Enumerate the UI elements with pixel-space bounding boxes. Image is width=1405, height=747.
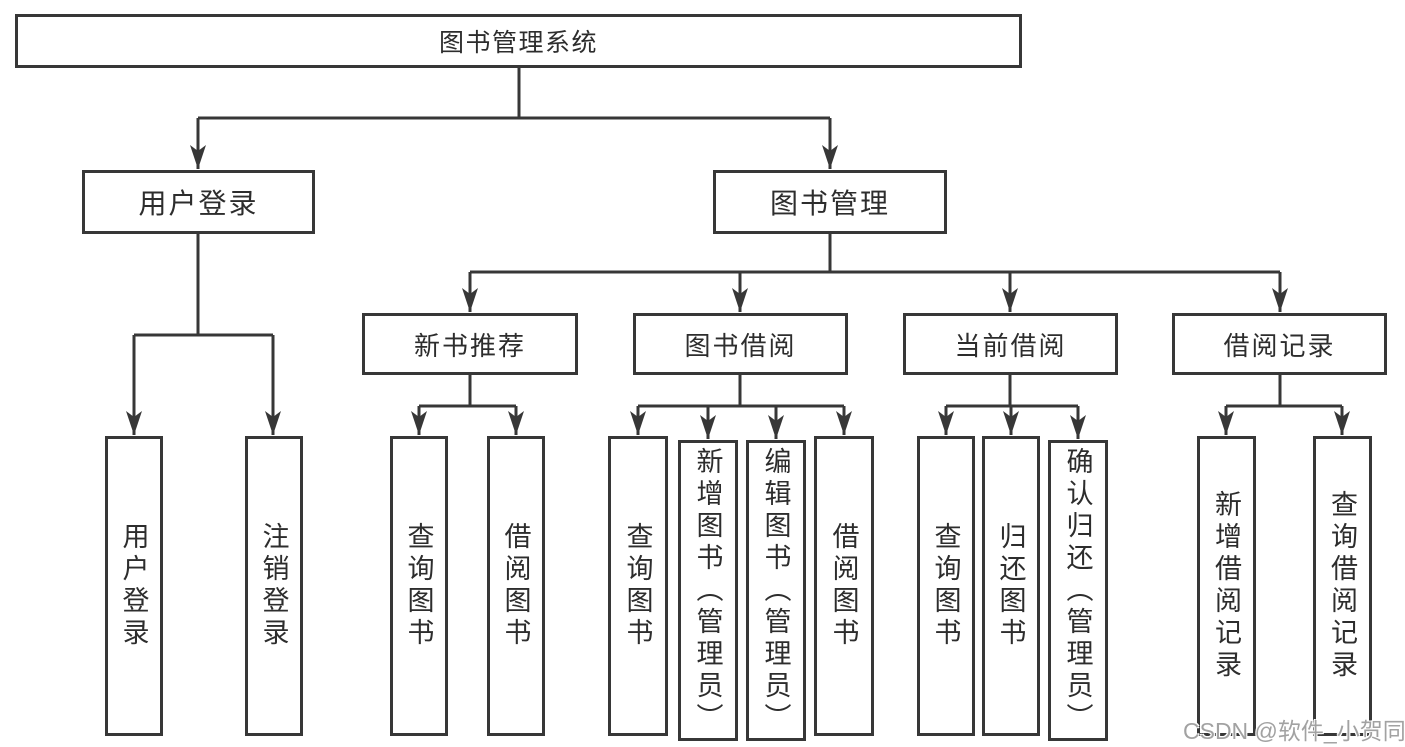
leaf-confirm-return-admin: 确认归还（管理员） (1048, 440, 1108, 741)
leaf-query-borrow-record-label: 查询借阅记录 (1327, 490, 1357, 682)
leaf-query-books-current-label: 查询图书 (930, 522, 961, 650)
node-borrow-records-label: 借阅记录 (1223, 330, 1336, 361)
leaf-borrow-books: 借阅图书 (814, 436, 874, 736)
leaf-query-borrow-record: 查询借阅记录 (1313, 436, 1372, 736)
csdn-watermark: CSDN @软件_小贺同学 (1183, 718, 1405, 744)
leaf-add-borrow-record-label: 新增借阅记录 (1211, 490, 1241, 682)
leaf-add-book-admin-label: 新增图书（管理员） (692, 446, 723, 735)
leaf-query-books-recommend: 查询图书 (390, 436, 448, 736)
leaf-logout-label: 注销登录 (258, 522, 289, 650)
leaf-query-books-borrow: 查询图书 (608, 436, 668, 736)
node-user-login: 用户登录 (82, 170, 315, 234)
leaf-borrow-books-recommend-label: 借阅图书 (500, 522, 531, 650)
tree-edges (126, 68, 1350, 439)
leaf-borrow-books-label: 借阅图书 (828, 522, 859, 650)
leaf-query-books-current: 查询图书 (917, 436, 975, 736)
node-new-book-recommend-label: 新书推荐 (413, 330, 526, 361)
leaf-add-borrow-record: 新增借阅记录 (1197, 436, 1256, 736)
node-book-management: 图书管理 (713, 170, 947, 234)
node-library-system: 图书管理系统 (15, 14, 1022, 68)
node-new-book-recommend: 新书推荐 (362, 313, 578, 375)
leaf-user-login: 用户登录 (105, 436, 163, 736)
leaf-confirm-return-admin-label: 确认归还（管理员） (1062, 446, 1093, 735)
leaf-query-books-borrow-label: 查询图书 (622, 522, 653, 650)
leaf-logout: 注销登录 (245, 436, 303, 736)
leaf-user-login-label: 用户登录 (118, 522, 149, 650)
node-current-borrow: 当前借阅 (903, 313, 1118, 375)
leaf-edit-book-admin: 编辑图书（管理员） (746, 440, 806, 741)
node-user-login-label: 用户登录 (138, 188, 259, 219)
leaf-return-books: 归还图书 (982, 436, 1040, 736)
node-library-system-label: 图书管理系统 (438, 29, 598, 57)
node-book-borrow: 图书借阅 (633, 313, 848, 375)
node-borrow-records: 借阅记录 (1172, 313, 1387, 375)
leaf-borrow-books-recommend: 借阅图书 (487, 436, 545, 736)
node-current-borrow-label: 当前借阅 (954, 330, 1067, 361)
node-book-management-label: 图书管理 (769, 188, 890, 219)
leaf-query-books-recommend-label: 查询图书 (403, 522, 434, 650)
leaf-return-books-label: 归还图书 (995, 522, 1026, 650)
leaf-edit-book-admin-label: 编辑图书（管理员） (760, 446, 791, 735)
node-book-borrow-label: 图书借阅 (684, 330, 797, 361)
leaf-add-book-admin: 新增图书（管理员） (678, 440, 738, 741)
